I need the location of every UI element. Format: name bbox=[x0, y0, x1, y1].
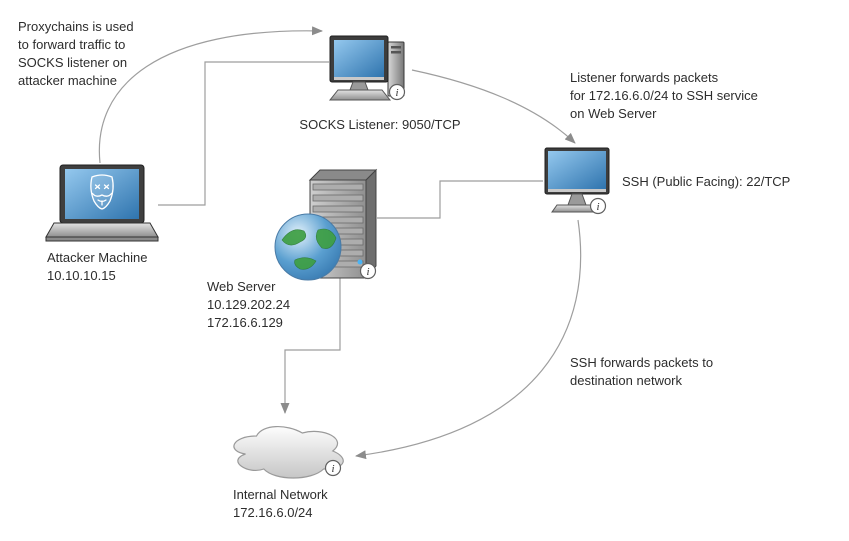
connector-webserver-to-ssh bbox=[377, 180, 543, 219]
laptop-screen bbox=[65, 169, 139, 219]
ssh-label: SSH (Public Facing): 22/TCP bbox=[622, 174, 791, 189]
server-led bbox=[357, 259, 363, 265]
tower-slot bbox=[391, 46, 401, 49]
laptop-front-edge bbox=[45, 236, 159, 242]
web-server-node bbox=[274, 168, 378, 281]
internal-network-node bbox=[233, 426, 344, 479]
socks-listener-label: SOCKS Listener: 9050/TCP bbox=[299, 117, 461, 132]
annotation-listener-forwards: Listener forwards packets for 172.16.6.0… bbox=[570, 70, 758, 121]
web-server-label: Web Server 10.129.202.24 172.16.6.129 bbox=[207, 279, 291, 330]
info-icon bbox=[388, 83, 406, 101]
attacker-node bbox=[45, 164, 159, 242]
connector-attacker-to-socks-curve bbox=[98, 26, 323, 164]
annotation-ssh-forwards: SSH forwards packets to destination netw… bbox=[570, 355, 714, 388]
monitor-chin bbox=[548, 189, 606, 192]
connector-attacker-to-socks-line bbox=[158, 61, 329, 206]
server-top-face bbox=[308, 169, 378, 181]
info-icon bbox=[589, 197, 607, 215]
monitor-stand bbox=[567, 193, 587, 206]
connector-webserver-to-internal bbox=[280, 278, 341, 414]
tower-slot bbox=[391, 51, 401, 54]
annotation-proxychains: Proxychains is used to forward traffic t… bbox=[18, 19, 134, 88]
server-side-face bbox=[365, 168, 377, 280]
info-icon bbox=[324, 459, 342, 477]
ssh-node bbox=[544, 147, 610, 215]
laptop-base bbox=[45, 222, 159, 238]
globe-icon bbox=[274, 213, 342, 281]
hacker-mask-icon bbox=[90, 174, 114, 210]
socks-listener-node bbox=[328, 35, 406, 101]
internal-network-label: Internal Network 172.16.6.0/24 bbox=[233, 487, 328, 520]
monitor-chin bbox=[334, 77, 384, 80]
connector-ssh-to-internal bbox=[355, 219, 582, 460]
monitor-stand bbox=[349, 81, 369, 91]
attacker-label: Attacker Machine 10.10.10.15 bbox=[47, 250, 148, 283]
monitor-screen bbox=[334, 40, 384, 77]
keyboard-icon bbox=[328, 89, 392, 101]
cloud-icon bbox=[233, 426, 344, 479]
connector-socks-to-ssh bbox=[411, 69, 576, 144]
monitor-screen bbox=[548, 151, 606, 189]
info-icon bbox=[359, 262, 377, 280]
